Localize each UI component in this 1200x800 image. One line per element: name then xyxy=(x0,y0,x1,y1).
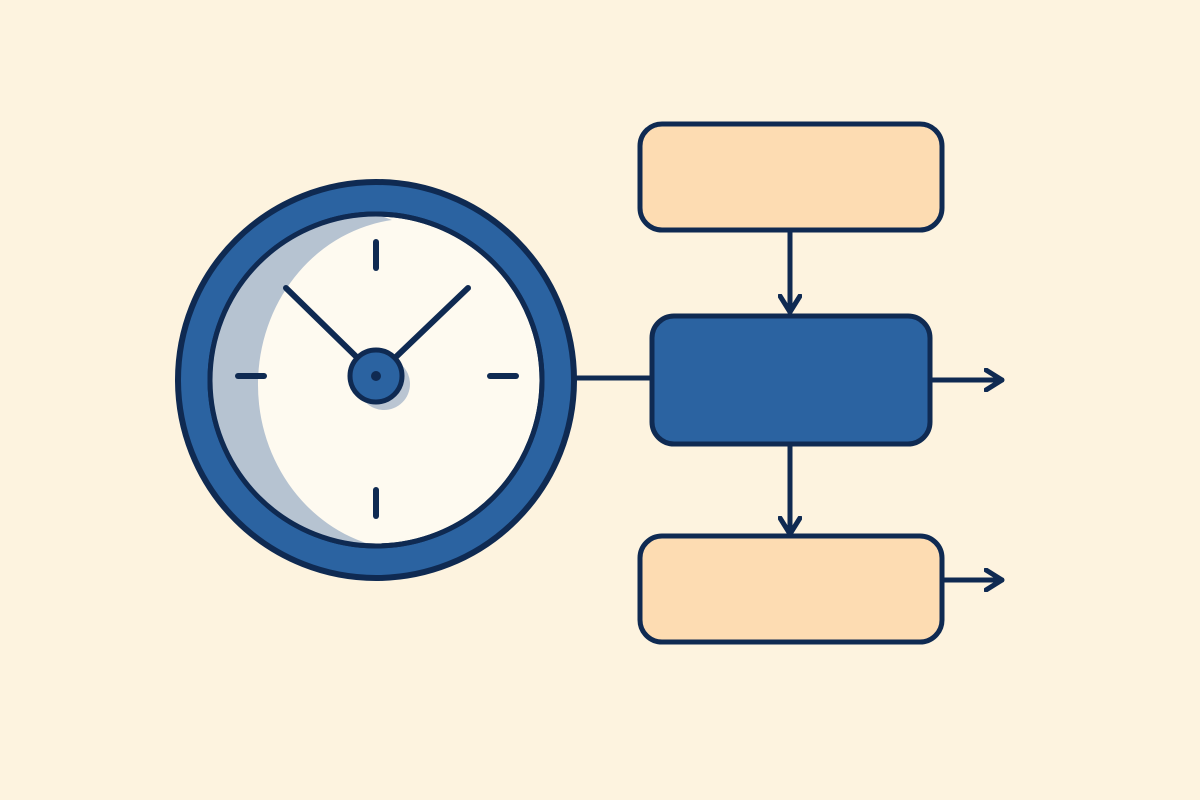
flowchart-box-top xyxy=(637,121,945,233)
process-flowchart xyxy=(637,121,1005,645)
clock-icon xyxy=(175,179,577,581)
clock-face-shadow xyxy=(210,214,392,546)
flowchart-box-bottom xyxy=(637,533,945,645)
flowchart-box-middle xyxy=(649,313,933,447)
